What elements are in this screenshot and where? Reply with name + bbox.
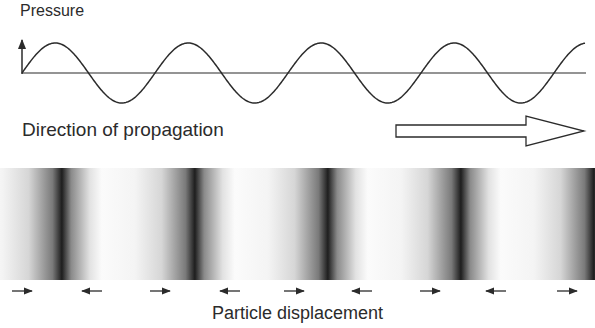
displacement-arrow [352,290,372,291]
propagation-label: Direction of propagation [22,120,224,139]
displacement-arrow [12,290,32,291]
displacement-arrow [557,290,577,291]
displacement-arrow [486,290,506,291]
axis-label: Pressure [20,3,84,19]
displacement-arrow [150,290,170,291]
displacement-arrow [284,290,304,291]
axis-arrow [21,40,23,74]
axis-line [22,72,586,73]
propagation-arrow [396,116,584,146]
displacement-arrow [420,290,440,291]
displacement-arrows [12,291,577,292]
pressure-wave [22,43,585,103]
compression-bands [0,168,595,280]
displacement-arrow [82,290,102,291]
displacement-arrow [220,290,240,291]
displacement-label: Particle displacement [212,304,383,322]
